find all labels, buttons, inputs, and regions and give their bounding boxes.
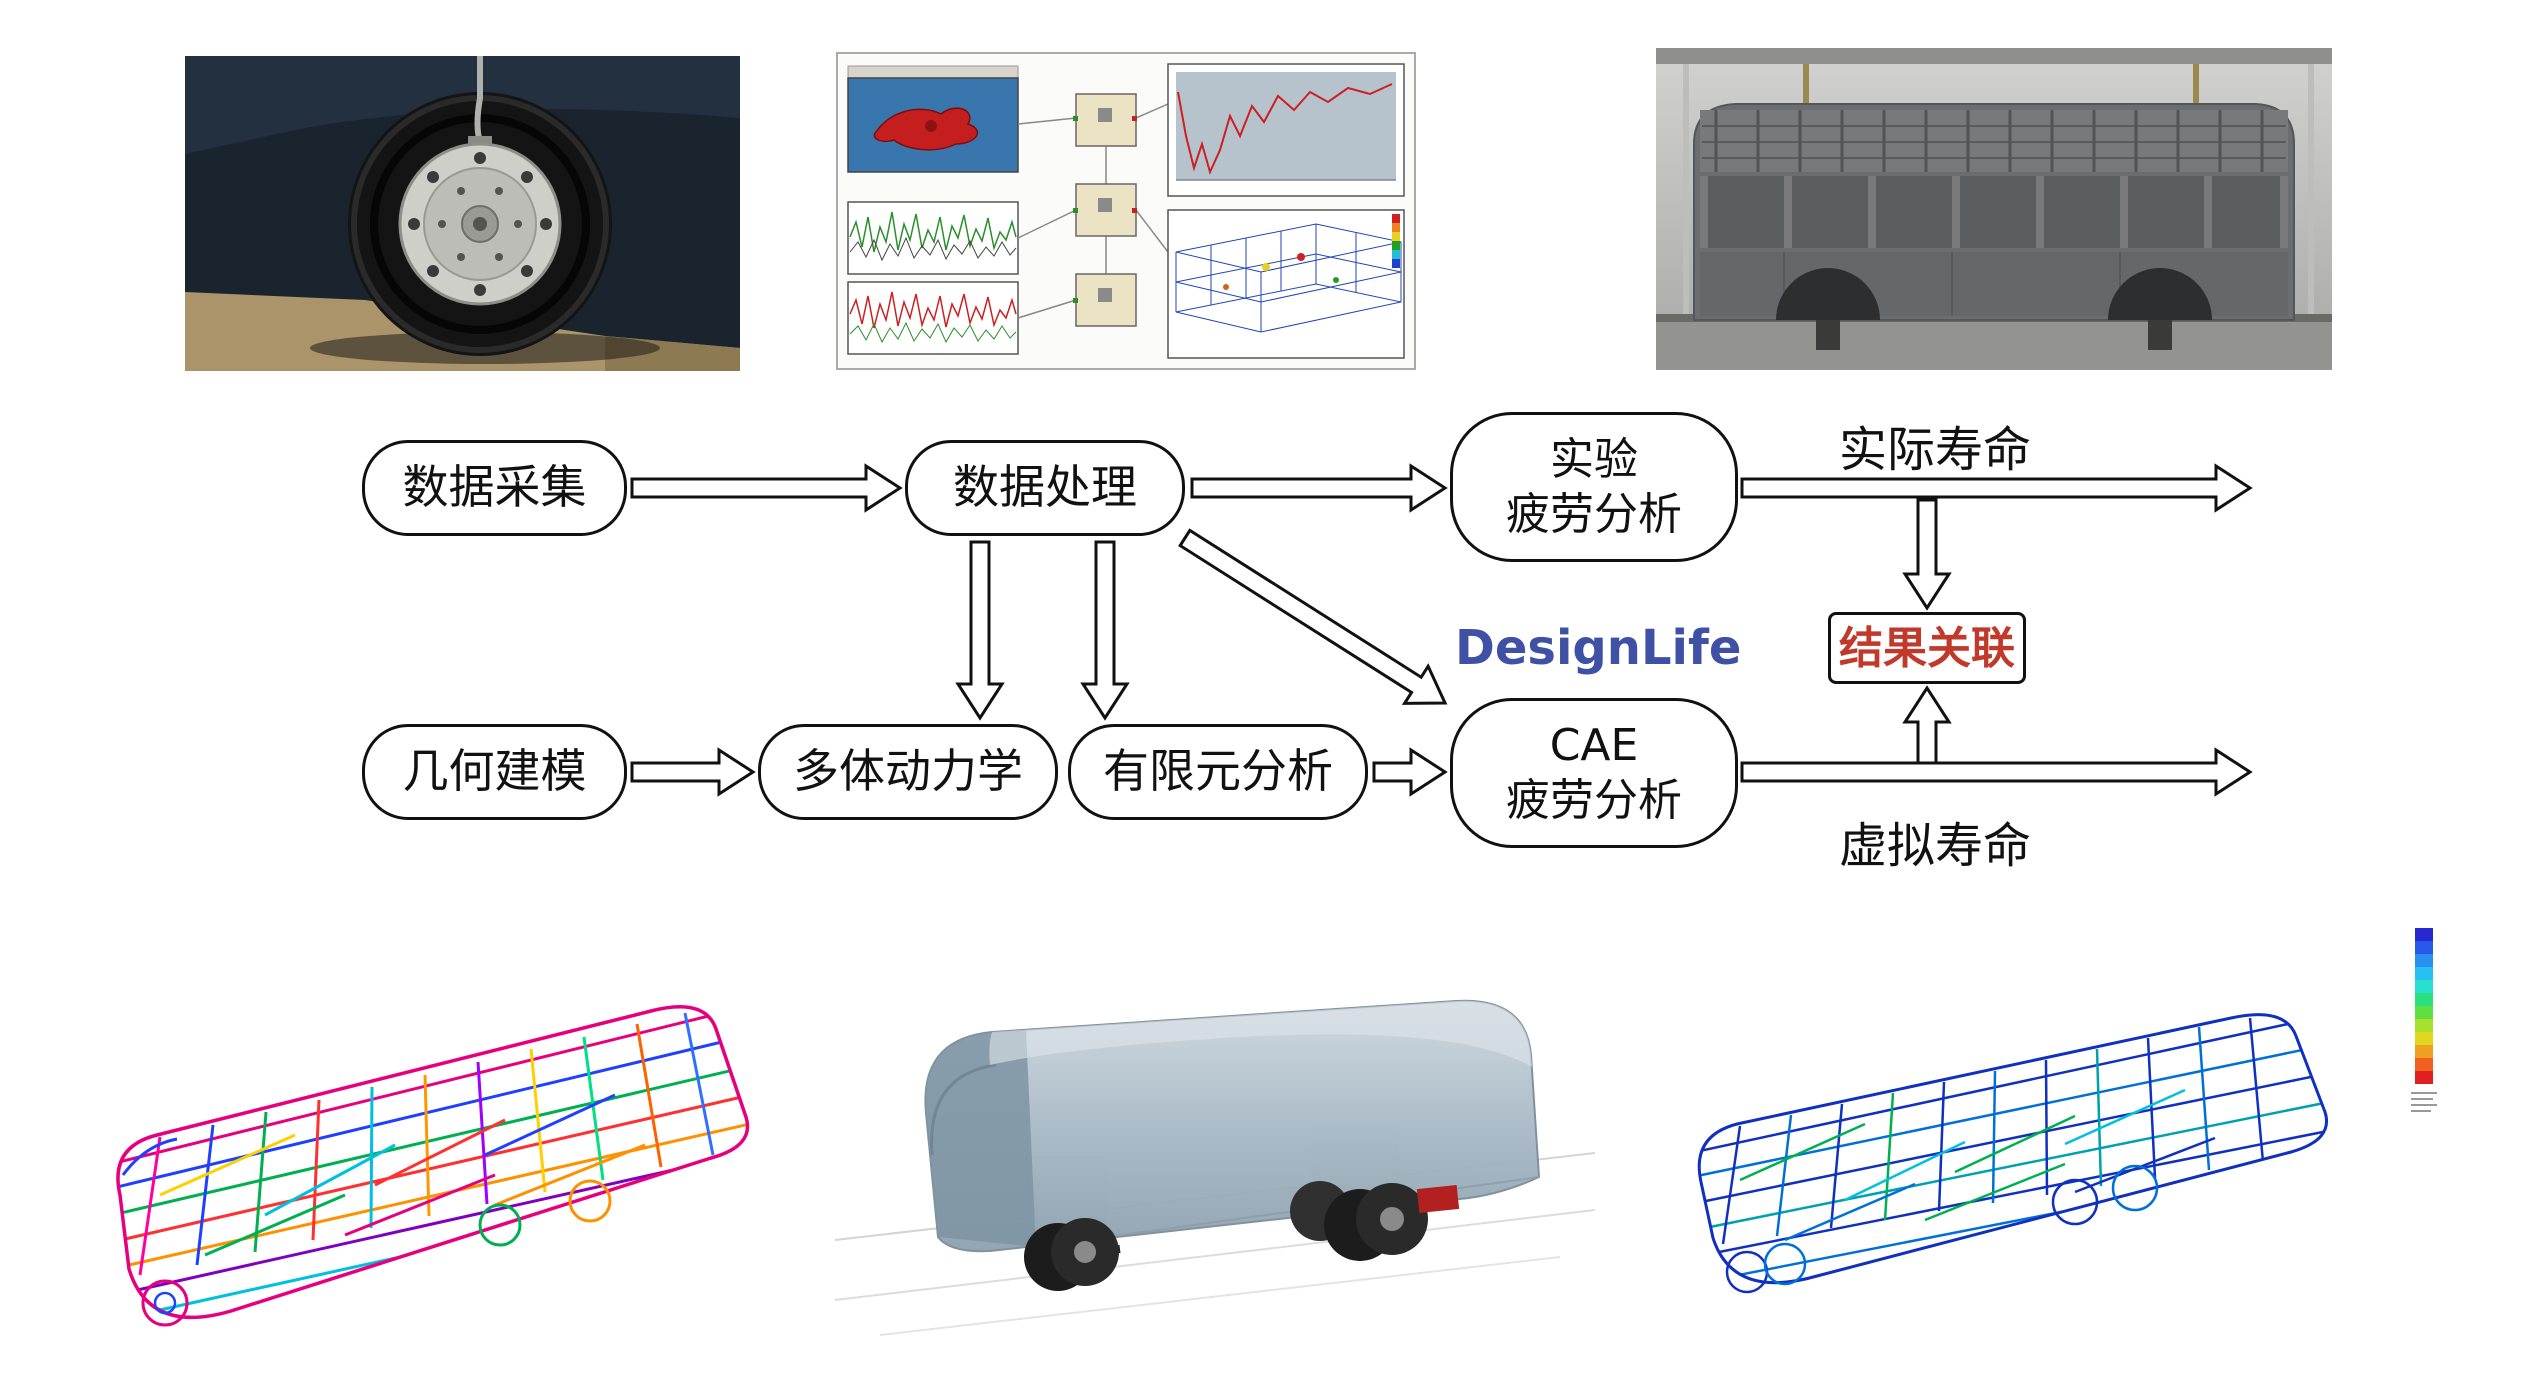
node-result-correlation: 结果关联 (1828, 612, 2026, 684)
node-cae-fatigue-line2: 疲劳分析 (1506, 775, 1682, 826)
result-color-legend (2411, 928, 2437, 1112)
multibody-cad-model-image (820, 905, 1610, 1360)
wheel-force-transducer-photo (185, 56, 740, 371)
node-cae-fatigue: CAE 疲劳分析 (1450, 698, 1738, 848)
node-experimental-fatigue-line2: 疲劳分析 (1506, 489, 1682, 540)
node-result-correlation-label: 结果关联 (1839, 622, 2015, 674)
node-geometry-modeling-label: 几何建模 (402, 744, 587, 799)
label-actual-life: 实际寿命 (1838, 422, 2031, 478)
arrow-up-to-correlation (1902, 685, 1952, 765)
fatigue-result-model-image (1635, 920, 2445, 1325)
arrow-down-to-correlation (1902, 498, 1952, 611)
node-experimental-fatigue-line1: 实验 (1550, 434, 1638, 485)
arrow-expfatigue-to-actuallife (1740, 463, 2253, 513)
bus-photo-art (1656, 48, 2332, 370)
node-finite-element: 有限元分析 (1068, 724, 1368, 820)
node-experimental-fatigue: 实验 疲劳分析 (1450, 412, 1738, 562)
bus-body-test-photo (1656, 48, 2332, 370)
arrow-acq-to-proc (630, 463, 903, 513)
node-data-processing: 数据处理 (905, 440, 1185, 536)
wheel-photo-art (185, 56, 740, 371)
label-virtual-life: 虚拟寿命 (1838, 818, 2031, 874)
fe-wireframe-model-image (45, 895, 790, 1355)
arrow-geom-to-mbd (630, 747, 756, 797)
node-multibody-dynamics-label: 多体动力学 (793, 744, 1023, 799)
arrow-cae-to-virtuallife (1740, 747, 2253, 797)
signal-processing-screenshot (836, 52, 1416, 370)
arrow-proc-to-expfatigue (1190, 463, 1448, 513)
node-data-acquisition-label: 数据采集 (402, 460, 587, 515)
multibody-cad-art (834, 999, 1596, 1336)
node-cae-fatigue-line1: CAE (1549, 720, 1639, 771)
arrow-proc-down-mbd (955, 540, 1005, 721)
label-designlife: DesignLife (1455, 620, 1742, 676)
node-multibody-dynamics: 多体动力学 (758, 724, 1058, 820)
arrow-fea-to-cae (1372, 747, 1448, 797)
node-data-acquisition: 数据采集 (362, 440, 627, 536)
fe-wireframe-art (116, 1004, 750, 1327)
fatigue-result-art (1697, 928, 2437, 1294)
node-data-processing-label: 数据处理 (953, 460, 1137, 515)
arrow-proc-down-fea (1080, 540, 1130, 721)
software-screenshot-art (836, 52, 1416, 370)
node-finite-element-label: 有限元分析 (1103, 744, 1333, 799)
node-geometry-modeling: 几何建模 (362, 724, 627, 820)
arrow-proc-diag-cae (1178, 528, 1448, 705)
